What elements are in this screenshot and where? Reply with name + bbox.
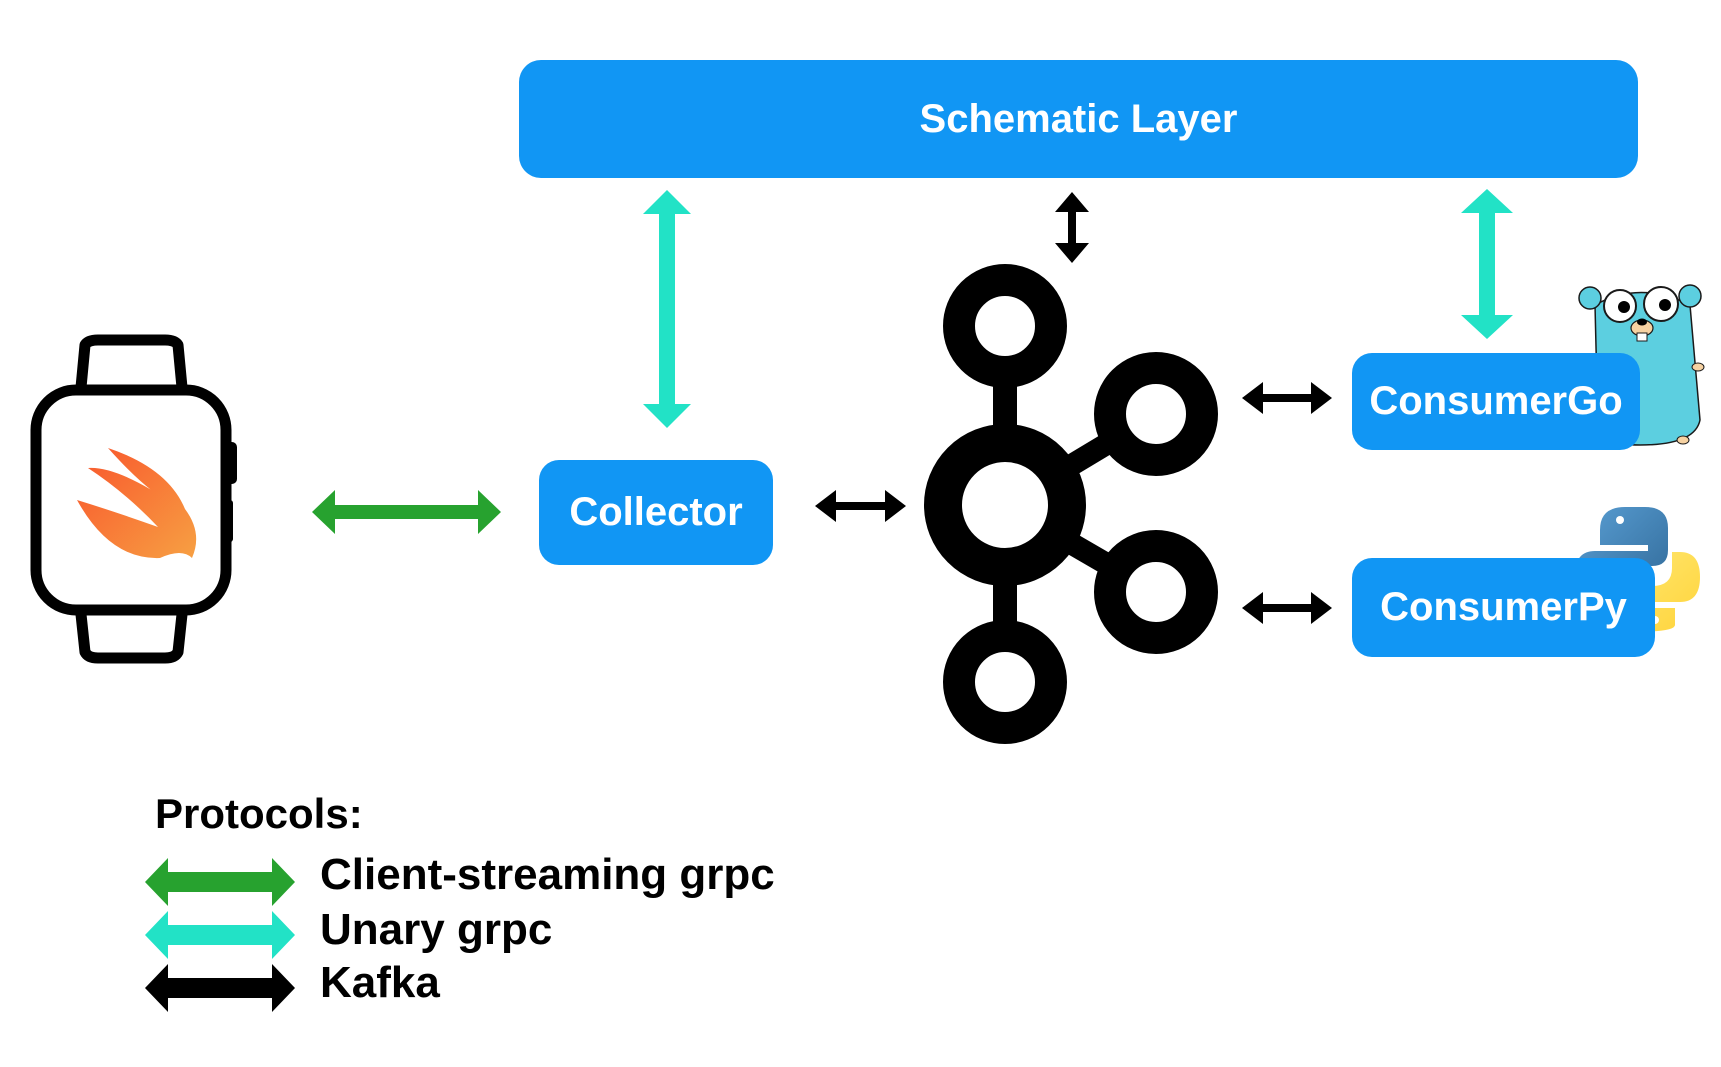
kafka-arrow-consumer-py: [1242, 592, 1332, 624]
consumer-go-box: ConsumerGo: [1352, 353, 1640, 450]
legend-label-client-streaming: Client-streaming grpc: [320, 850, 775, 899]
collector-label: Collector: [569, 490, 743, 534]
legend-arrow-client-streaming: [145, 858, 295, 906]
collector-box: Collector: [539, 460, 773, 565]
unary-arrow-collector: [643, 190, 691, 428]
apple-watch-icon: [30, 334, 237, 664]
client-streaming-arrow: [312, 490, 501, 534]
swift-logo-icon: [77, 448, 197, 559]
consumer-go-label: ConsumerGo: [1369, 379, 1623, 423]
consumer-py-label: ConsumerPy: [1380, 585, 1627, 629]
kafka-arrow-schematic: [1055, 192, 1089, 263]
legend-label-unary: Unary grpc: [320, 905, 553, 954]
consumer-py-box: ConsumerPy: [1352, 558, 1655, 657]
schematic-layer-box: Schematic Layer: [519, 60, 1638, 178]
legend-arrow-kafka: [145, 964, 295, 1012]
schematic-layer-label: Schematic Layer: [919, 96, 1238, 141]
kafka-arrow-collector: [815, 490, 906, 522]
legend-arrow-unary: [145, 911, 295, 959]
unary-arrow-consumer-go: [1461, 189, 1513, 339]
legend-title: Protocols:: [155, 790, 363, 837]
kafka-logo-icon: [924, 264, 1218, 744]
legend-label-kafka: Kafka: [320, 958, 440, 1007]
kafka-arrow-consumer-go: [1242, 382, 1332, 414]
